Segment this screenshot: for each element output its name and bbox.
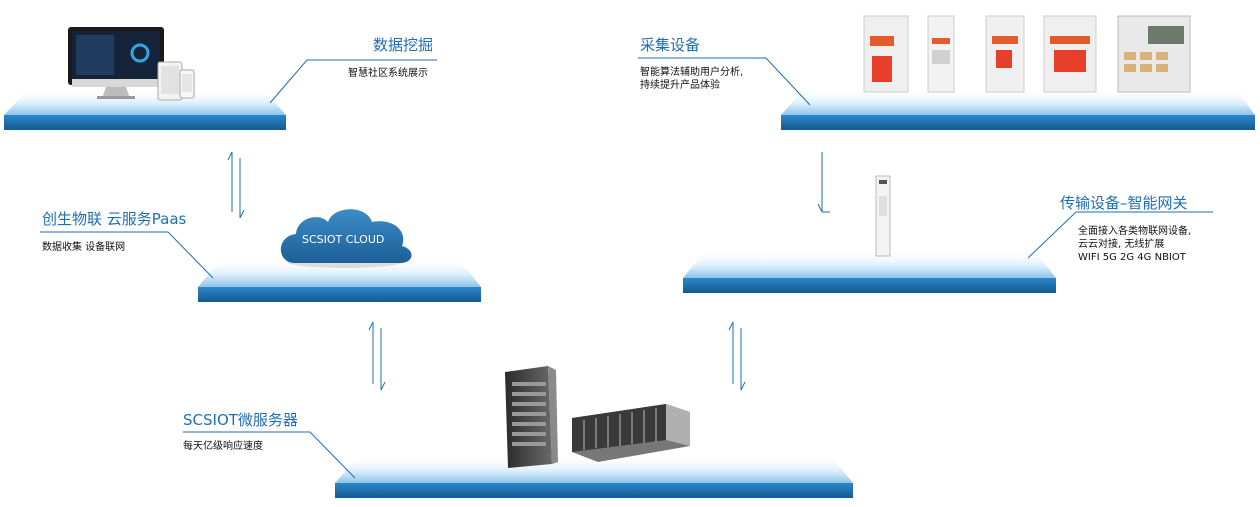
acquisition-subtitle: 智能算法辅助用户分析, 持续提升产品体验 — [640, 67, 744, 91]
platform-micro-server — [335, 455, 853, 498]
phone-icon — [179, 69, 195, 99]
platform-data-mining — [4, 88, 286, 130]
smart-meter-icon — [1117, 15, 1191, 93]
flow-arrow-top-right — [817, 152, 830, 213]
platform-cloud — [198, 258, 481, 302]
leader-line-micro-server — [183, 431, 356, 479]
circuit-breaker-icon-1 — [863, 15, 909, 93]
gateway-subtitle: 全面接入各类物联网设备, 云云对接, 无线扩展 WIFI 5G 2G 4G NB… — [1078, 226, 1192, 263]
flow-arrow-bottom-right — [728, 321, 746, 391]
leader-line-gateway — [1027, 211, 1213, 259]
gateway-title: 传输设备–智能网关 — [1060, 194, 1188, 212]
data-mining-subtitle: 智慧社区系统展示 — [348, 68, 428, 79]
monitor-icon — [68, 27, 164, 99]
platform-acquisition — [781, 88, 1255, 130]
circuit-breaker-icon-3 — [985, 15, 1025, 93]
server-rack-icon — [505, 366, 558, 468]
circuit-breaker-icon-4 — [1043, 15, 1097, 93]
leader-line-data-mining — [269, 59, 437, 104]
micro-server-subtitle: 每天亿级响应速度 — [183, 441, 263, 452]
cloud-paas-subtitle: 数据收集 设备联网 — [42, 242, 126, 253]
flow-arrow-top-left — [227, 151, 245, 219]
micro-server-title: SCSIOT微服务器 — [183, 411, 298, 429]
blade-server-icon — [572, 404, 690, 462]
flow-arrow-bottom-left — [368, 321, 386, 391]
cloud-paas-title: 创生物联 云服务Paas — [42, 210, 187, 228]
acquisition-title: 采集设备 — [640, 36, 701, 54]
gateway-device-icon — [875, 175, 891, 257]
leader-line-cloud — [40, 231, 214, 279]
circuit-breaker-icon-2 — [927, 15, 955, 93]
cloud-label: SCSIOT CLOUD — [302, 233, 385, 246]
data-mining-title: 数据挖掘 — [373, 36, 434, 54]
platform-gateway — [683, 250, 1056, 293]
tablet-icon — [157, 61, 183, 101]
cloud-icon — [280, 209, 412, 268]
leader-line-acquisition — [638, 57, 811, 106]
